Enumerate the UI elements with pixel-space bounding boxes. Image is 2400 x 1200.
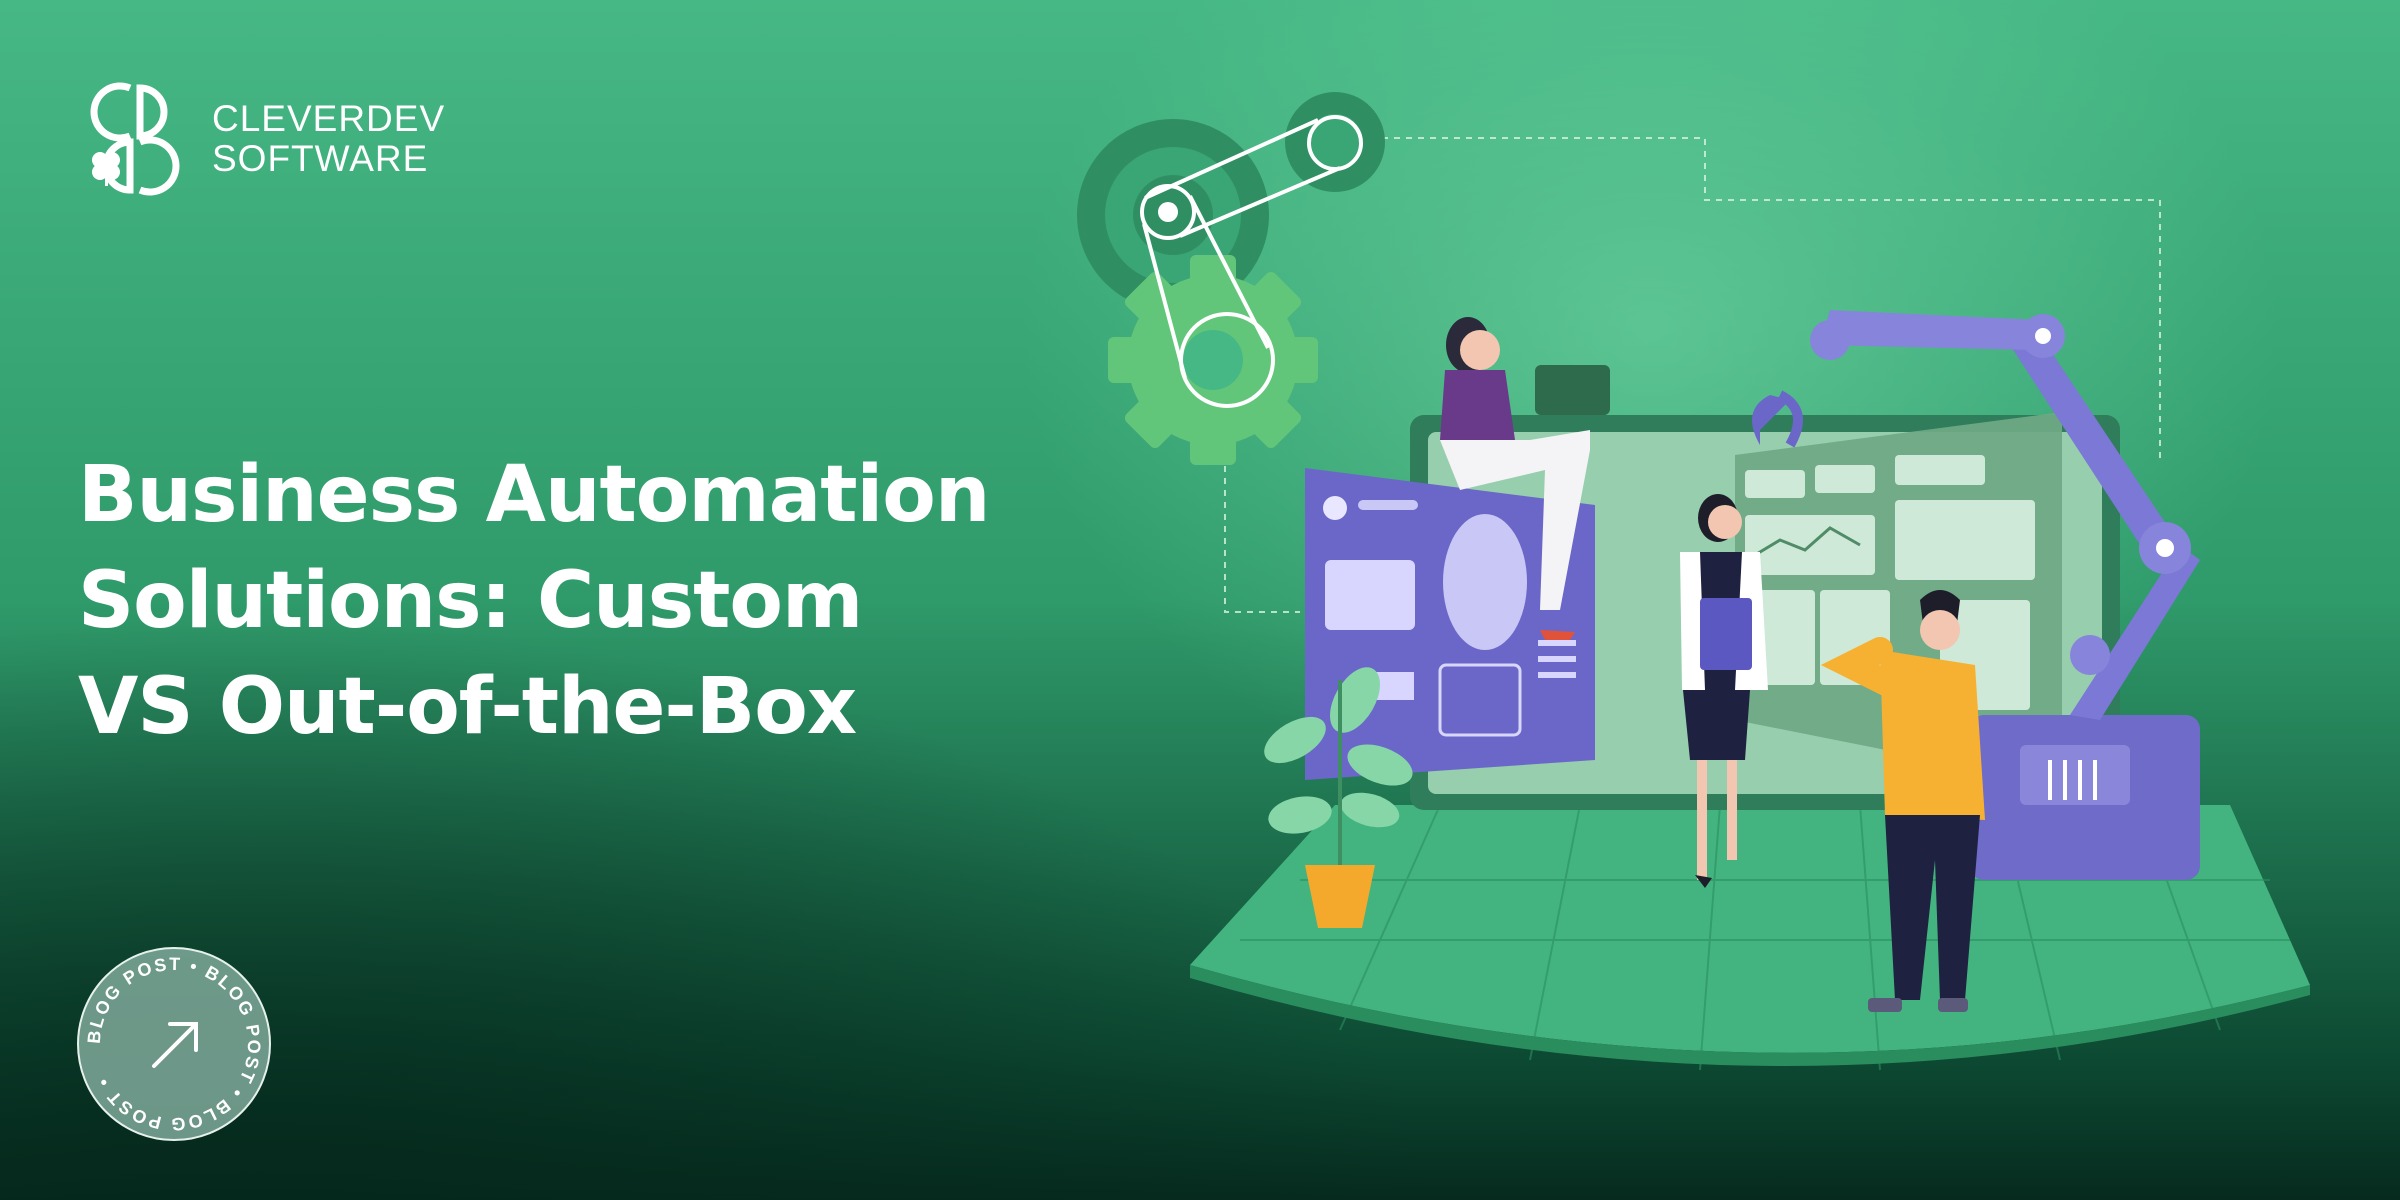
brand-name-line2: SOFTWARE (212, 138, 429, 179)
man-thinking (1820, 590, 1985, 1012)
brand-name-line1: CLEVERDEV (212, 98, 446, 139)
cleverdev-logo-icon (90, 82, 180, 196)
woman-with-folder (1680, 494, 1768, 888)
dashboard-panel-right (1735, 412, 2062, 785)
title-line-1: Business Automation (78, 450, 990, 540)
clover-icon (92, 152, 120, 186)
arrow-up-right-icon (152, 1022, 198, 1068)
plant-icon (1264, 667, 1413, 928)
title-line-2: Solutions: Custom (78, 556, 863, 646)
brand-logo[interactable]: CLEVERDEV SOFTWARE (76, 80, 445, 198)
blog-post-badge[interactable]: BLOG POST • BLOG POST • BLOG POST • (76, 946, 272, 1142)
robot-arm-icon (1752, 310, 2200, 880)
title-line-3: VS Out-of-the-Box (78, 662, 857, 752)
woman-with-laptop (1440, 317, 1610, 640)
dashboard-panel-left (1305, 468, 1595, 780)
page-title: Business Automation Solutions: Custom VS… (78, 442, 1078, 760)
